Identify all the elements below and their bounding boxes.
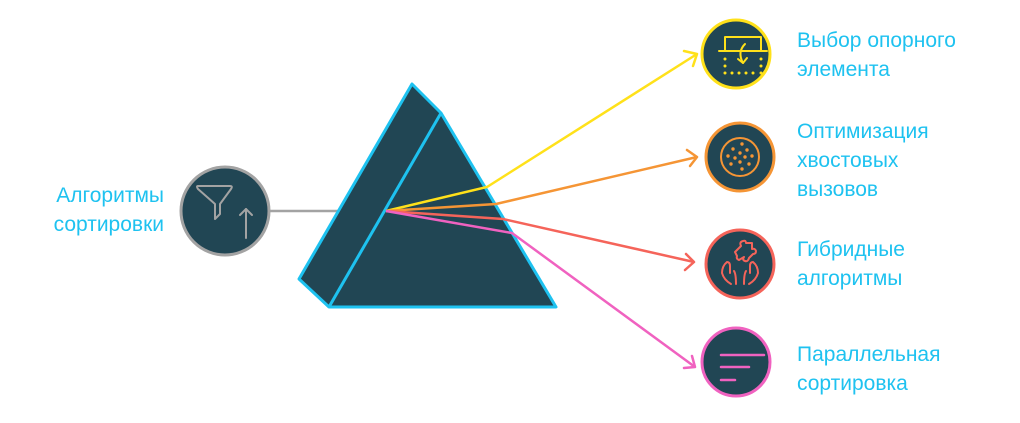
output-label-parallel: Параллельная сортировка — [797, 340, 940, 398]
output-label-line: вызовов — [797, 178, 879, 201]
puzzle-piece-icon — [734, 239, 757, 263]
output-label-line: элемента — [797, 58, 890, 81]
prism-body — [297, 82, 558, 309]
dotted-circle-icon — [720, 137, 760, 177]
source-label: Алгоритмы сортировки — [28, 181, 164, 239]
pivot-selection-icon — [718, 36, 768, 64]
puzzle-hands-icon — [721, 239, 759, 285]
ray-yellow — [385, 49, 699, 213]
sort-lines-icon — [719, 353, 766, 382]
output-node-circle[interactable] — [704, 228, 776, 300]
funnel-icon — [196, 185, 233, 220]
dots-cluster-icon — [726, 142, 754, 171]
output-label-line: алгоритмы — [797, 267, 903, 290]
ray-line — [385, 155, 698, 213]
pivot-arrow-head-icon — [737, 57, 748, 64]
prism — [297, 82, 558, 309]
output-label-line: Параллельная — [797, 343, 941, 366]
source-label-line: Алгоритмы — [56, 184, 164, 207]
output-node-circle[interactable] — [700, 326, 772, 398]
source-node[interactable] — [179, 165, 271, 257]
output-label-line: Оптимизация — [797, 120, 929, 143]
output-node-tail-call[interactable] — [704, 121, 776, 193]
ray-line — [385, 52, 698, 213]
ray-line — [385, 209, 695, 264]
output-label-line: Выбор опорного — [797, 29, 956, 52]
output-node-circle[interactable] — [704, 121, 776, 193]
ray-pink — [385, 209, 697, 370]
output-label-line: сортировка — [797, 372, 908, 395]
right-hand-icon — [743, 261, 759, 285]
output-label-hybrid: Гибридные алгоритмы — [797, 235, 905, 293]
ray-line — [385, 209, 696, 369]
output-node-pivot[interactable] — [700, 18, 772, 90]
left-hand-icon — [721, 261, 737, 285]
pivot-frame-icon — [724, 36, 762, 52]
output-node-circle[interactable] — [700, 18, 772, 90]
source-label-line: сортировки — [53, 213, 164, 236]
arrow-head — [682, 354, 697, 370]
prism-inner-edge — [327, 112, 443, 308]
output-label-line: хвостовых — [797, 149, 899, 172]
output-node-parallel[interactable] — [700, 326, 772, 398]
arrow-up-head-icon — [239, 208, 253, 216]
pivot-dots-icon — [723, 57, 763, 75]
arrow-head — [683, 252, 696, 272]
source-node-circle[interactable] — [179, 165, 271, 257]
ray-orange — [385, 148, 699, 213]
output-label-line: Гибридные — [797, 238, 905, 261]
ray-red — [385, 209, 696, 272]
output-label-tail-call: Оптимизация хвостовых вызовов — [797, 117, 929, 204]
output-node-hybrid[interactable] — [704, 228, 776, 300]
arrow-head — [685, 148, 699, 168]
funnel-sort-up-icon — [196, 185, 253, 239]
arrow-head — [682, 49, 699, 68]
output-label-pivot: Выбор опорного элемента — [797, 26, 956, 84]
